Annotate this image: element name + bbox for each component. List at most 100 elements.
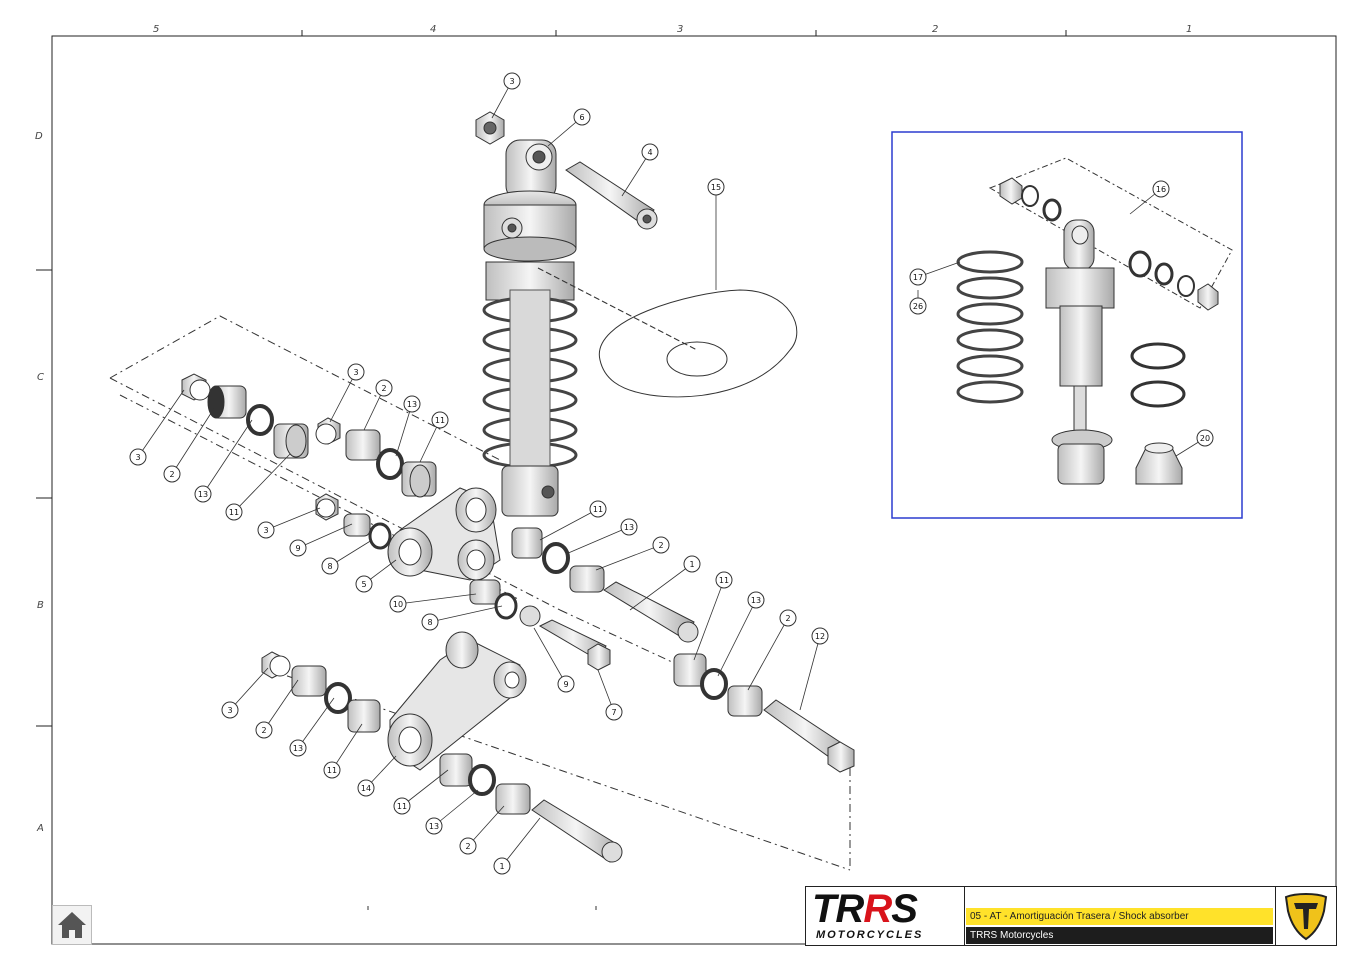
callout-4: 4 <box>621 143 659 197</box>
callout-number: 3 <box>227 706 232 715</box>
callout-bubble <box>459 837 477 855</box>
callout-12: 12 <box>799 627 829 711</box>
callout-leader <box>233 453 291 513</box>
callout-2: 2 <box>363 379 393 431</box>
callout-bubble <box>811 627 829 645</box>
callout-number: 5 <box>361 580 366 589</box>
callout-bubble <box>1152 180 1170 198</box>
callout-number: 2 <box>658 541 663 550</box>
callout-number: 11 <box>593 505 603 514</box>
callout-leader <box>397 593 477 605</box>
callout-leader <box>433 789 479 827</box>
callout-11: 11 <box>393 769 449 815</box>
callout-leader <box>137 389 185 458</box>
callout-number: 1 <box>499 862 504 871</box>
callout-1: 1 <box>629 555 701 611</box>
zone-column-label: 3 <box>677 24 684 35</box>
callout-2: 2 <box>595 536 670 571</box>
upper-bolt <box>565 161 658 230</box>
callout-bubble <box>909 297 927 315</box>
callout-2: 2 <box>163 395 223 483</box>
callout-leader <box>297 697 335 749</box>
callout-group: 3641532131132131139851113211089711132123… <box>129 72 1214 875</box>
callout-number: 8 <box>427 618 432 627</box>
callout-bubble <box>779 609 797 627</box>
callout-leader <box>331 723 363 771</box>
home-icon <box>58 912 86 938</box>
callout-leader <box>621 151 651 197</box>
brand-logo: TRRS MOTORCYCLES <box>806 887 965 945</box>
callout-number: 2 <box>465 842 470 851</box>
callout-13: 13 <box>194 419 253 503</box>
callout-bubble <box>589 500 607 518</box>
callout-3: 3 <box>329 363 365 423</box>
callout-number: 13 <box>624 523 634 532</box>
zone-column-label: 2 <box>932 24 939 35</box>
callout-11: 11 <box>693 571 733 661</box>
callout-bubble <box>715 571 733 589</box>
callout-bubble <box>129 448 147 466</box>
callout-number: 2 <box>785 614 790 623</box>
inset-adjuster-rings <box>1130 342 1186 485</box>
callout-number: 9 <box>563 680 568 689</box>
callout-bubble <box>605 703 623 721</box>
callout-20: 20 <box>1175 429 1214 457</box>
callout-number: 13 <box>751 596 761 605</box>
callout-7: 7 <box>597 669 623 721</box>
callout-bubble <box>493 857 511 875</box>
callout-number: 4 <box>647 148 652 157</box>
callout-bubble <box>909 268 927 286</box>
callout-number: 7 <box>611 708 616 717</box>
callout-bubble <box>221 701 239 719</box>
callout-3: 3 <box>221 667 269 719</box>
callout-bubble <box>620 518 638 536</box>
callout-bubble <box>357 779 375 797</box>
callout-11: 11 <box>225 453 291 521</box>
inset-spring <box>956 250 1024 404</box>
callout-bubble <box>403 395 421 413</box>
callout-bubble <box>321 557 339 575</box>
callout-9: 9 <box>533 627 575 693</box>
callout-bubble <box>355 575 373 593</box>
callout-11: 11 <box>419 411 449 463</box>
callout-leader <box>297 523 353 549</box>
callout-number: 16 <box>1156 185 1166 194</box>
callout-leader <box>171 395 223 475</box>
callout-number: 3 <box>135 453 140 462</box>
title-block: TRRS MOTORCYCLES 05 - AT - Amortiguación… <box>805 886 1337 946</box>
callout-bubble <box>652 536 670 554</box>
callout-number: 26 <box>913 302 923 311</box>
callout-number: 6 <box>579 113 584 122</box>
callout-bubble <box>641 143 659 161</box>
linkage-hardware-lower <box>261 631 623 863</box>
callout-number: 1 <box>689 560 694 569</box>
callout-leader <box>717 599 757 677</box>
callout-bubble <box>557 675 575 693</box>
callout-bubble <box>393 797 411 815</box>
callout-bubble <box>683 555 701 573</box>
callout-number: 2 <box>169 470 174 479</box>
callout-number: 11 <box>327 766 337 775</box>
callout-bubble <box>707 178 725 196</box>
callout-bubble <box>389 595 407 613</box>
trrs-shield-emblem-icon <box>1284 893 1328 941</box>
callout-leader <box>229 667 269 711</box>
callout-bubble <box>425 817 443 835</box>
callout-leader <box>693 579 725 661</box>
callout-number: 13 <box>198 490 208 499</box>
brand-emblem <box>1275 887 1336 945</box>
callout-1: 1 <box>493 817 541 875</box>
callout-13: 13 <box>425 789 479 835</box>
callout-number: 11 <box>229 508 239 517</box>
callout-8: 8 <box>321 539 373 575</box>
callout-number: 20 <box>1200 434 1210 443</box>
callout-number: 2 <box>261 726 266 735</box>
zone-column-label: 5 <box>153 24 160 35</box>
home-button[interactable] <box>52 905 92 945</box>
callout-number: 3 <box>353 368 358 377</box>
upper-nut <box>475 111 505 145</box>
callout-13: 13 <box>395 395 421 457</box>
callout-bubble <box>255 721 273 739</box>
callout-3: 3 <box>129 389 185 466</box>
